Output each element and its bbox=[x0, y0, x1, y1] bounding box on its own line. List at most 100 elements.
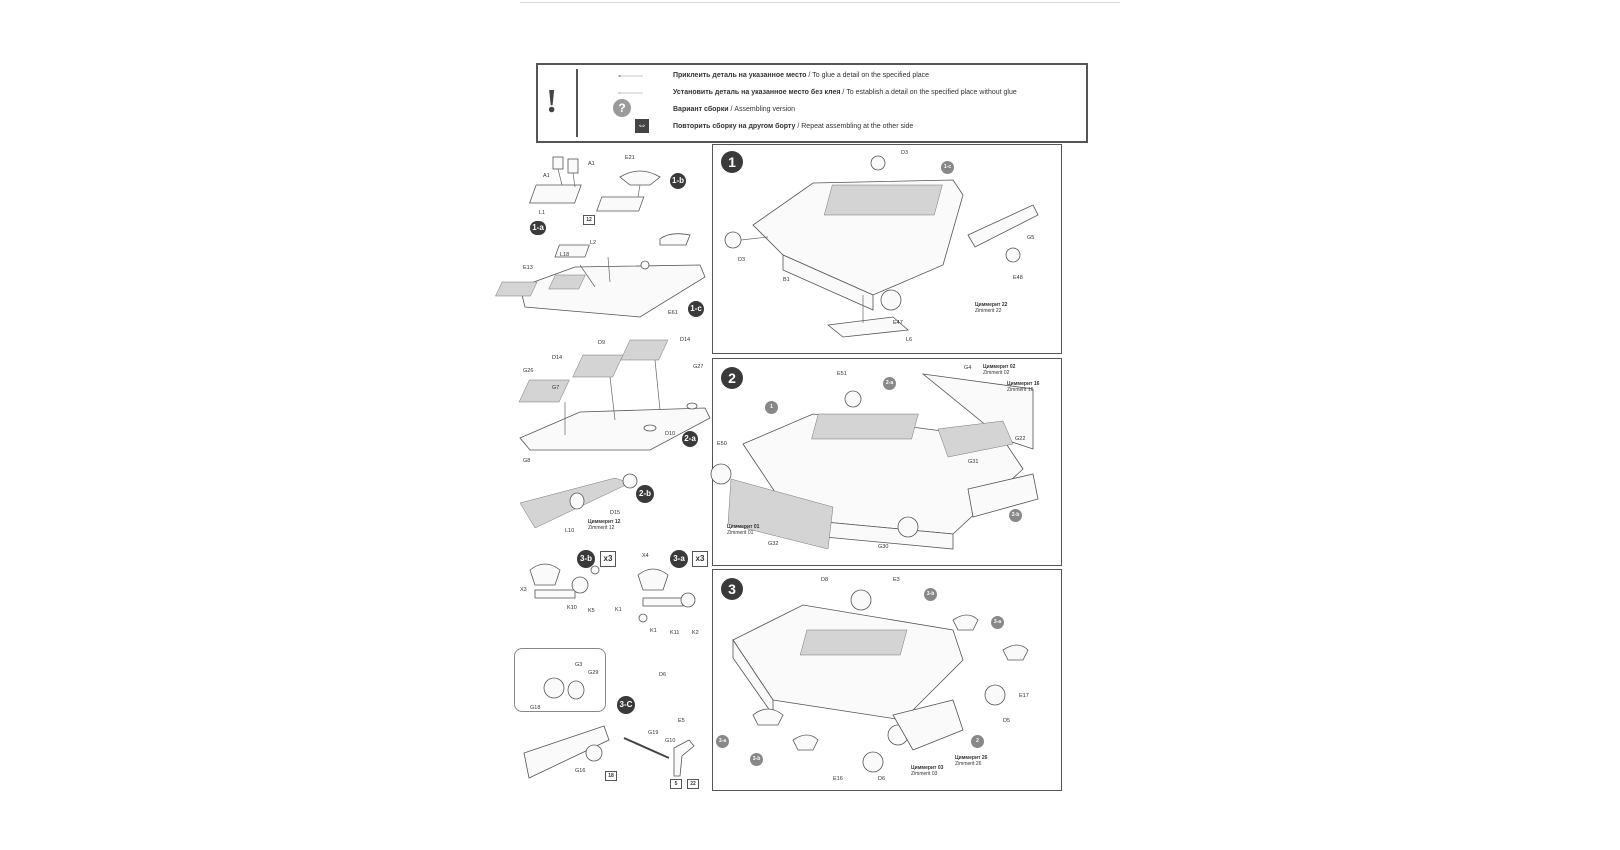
legend-row-noglue: Установить деталь на указанное место без… bbox=[593, 86, 1083, 100]
label-G22: G22 bbox=[1015, 436, 1026, 442]
variant-ru: Вариант сборки bbox=[673, 106, 729, 113]
label-E13: E13 bbox=[523, 265, 533, 271]
label-D3-b: D3 bbox=[738, 257, 746, 263]
step-3a-ref: 3-a bbox=[991, 616, 1004, 629]
label-X4: X4 bbox=[642, 553, 649, 559]
step-3b-badge: 3-b bbox=[577, 550, 595, 568]
exclamation-icon: ! bbox=[546, 83, 558, 120]
step-1-panel: 1 D3 1-c G5 D3 B1 E48 E47 L6 Циммерит 22… bbox=[712, 144, 1062, 354]
label-D6: D6 bbox=[878, 776, 886, 782]
step-3a-badge: 3-a bbox=[670, 550, 688, 568]
noglue-arrow-icon bbox=[617, 91, 643, 95]
label-E3: E3 bbox=[893, 577, 900, 583]
step-2-ref: 2 bbox=[971, 735, 984, 748]
label-G27: G27 bbox=[693, 364, 704, 370]
label-E17: E17 bbox=[1019, 693, 1029, 699]
label-L18: L18 bbox=[560, 252, 570, 258]
label-E21: E21 bbox=[625, 155, 635, 161]
label-L2: L2 bbox=[590, 240, 597, 246]
variant-inset bbox=[514, 648, 606, 712]
label-G8: G8 bbox=[523, 458, 531, 464]
label-D3: D3 bbox=[901, 150, 909, 156]
label-E47: E47 bbox=[893, 320, 903, 326]
label-G18: G18 bbox=[530, 705, 541, 711]
count-12: 12 bbox=[583, 215, 595, 225]
subassembly-3c-drawing bbox=[523, 677, 695, 779]
label-G10: G10 bbox=[665, 738, 676, 744]
label-G26: G26 bbox=[523, 368, 534, 374]
step-2a-badge: 2-a bbox=[682, 431, 698, 447]
label-D6-b: D6 bbox=[659, 672, 667, 678]
legend-divider bbox=[576, 69, 578, 137]
legend-row-variant: ? Вариант сборки / Assembling version bbox=[593, 99, 1083, 117]
repeat-ru: Повторить сборку на другом борту bbox=[673, 123, 796, 130]
label-D8: D8 bbox=[821, 577, 829, 583]
label-G5: G5 bbox=[1027, 235, 1035, 241]
label-A1-b: A1 bbox=[588, 161, 595, 167]
step-1-ref: 1 bbox=[765, 401, 778, 414]
label-D5: D5 bbox=[1003, 718, 1011, 724]
step-1b-badge: 1-b bbox=[670, 173, 686, 189]
mirror-side-icon: ⇔ bbox=[635, 119, 649, 133]
label-K10: K10 bbox=[567, 605, 577, 611]
question-mark-icon: ? bbox=[613, 99, 631, 117]
count-22: 22 bbox=[687, 779, 699, 789]
repeat-en: / Repeat assembling at the other side bbox=[795, 123, 914, 130]
step-2a-ref: 2-a bbox=[883, 377, 896, 390]
label-E5: E5 bbox=[678, 718, 685, 724]
subassembly-2b-drawing bbox=[519, 473, 638, 529]
legend-row-repeat: ⇔ Повторить сборку на другом борту / Rep… bbox=[593, 119, 1083, 134]
glue-arrow-icon bbox=[618, 75, 643, 77]
multiplier-3a: x3 bbox=[692, 551, 708, 567]
step-3a-ref-b: 3-a bbox=[716, 735, 729, 748]
step-2b-badge: 2-b bbox=[636, 485, 654, 503]
subassembly-2a-drawing bbox=[518, 339, 711, 451]
label-E48: E48 bbox=[1013, 275, 1023, 281]
label-D15: D15 bbox=[610, 510, 621, 516]
step-1c-badge: 1-c bbox=[688, 301, 704, 317]
legend-row-glue: Приклеить деталь на указанное место / To… bbox=[593, 69, 1083, 83]
label-G29: G29 bbox=[588, 670, 599, 676]
subassembly-3b-drawing bbox=[529, 563, 600, 599]
step-1-number: 1 bbox=[721, 151, 743, 173]
label-D10: D10 bbox=[665, 431, 676, 437]
label-B1: B1 bbox=[783, 277, 790, 283]
label-K5: K5 bbox=[588, 608, 595, 614]
label-E51: E51 bbox=[837, 371, 847, 377]
label-L10: L10 bbox=[565, 528, 575, 534]
label-G30: G30 bbox=[878, 544, 889, 550]
page-top-rule bbox=[520, 2, 1120, 3]
step-2-number: 2 bbox=[721, 367, 743, 389]
subassembly-1abc-drawing bbox=[495, 156, 706, 318]
instruction-page: ! Приклеить деталь на указанное место / … bbox=[495, 55, 1100, 845]
label-G4: G4 bbox=[964, 365, 972, 371]
label-G7: G7 bbox=[552, 385, 560, 391]
label-K2: K2 bbox=[692, 630, 699, 636]
step-1c-ref: 1-c bbox=[941, 161, 954, 174]
step-3-number: 3 bbox=[721, 578, 743, 600]
label-G31: G31 bbox=[968, 459, 979, 465]
label-D9: D9 bbox=[598, 340, 606, 346]
noglue-ru: Установить деталь на указанное место без… bbox=[673, 89, 841, 96]
step-1a-badge: 1-a bbox=[530, 221, 546, 235]
count-5: 5 bbox=[670, 779, 682, 789]
label-K1-b: K1 bbox=[650, 628, 657, 634]
step-2b-ref: 2-b bbox=[1009, 509, 1022, 522]
label-D14-b: D14 bbox=[552, 355, 563, 361]
variant-en: / Assembling version bbox=[728, 106, 796, 113]
multiplier-3b: x3 bbox=[600, 551, 616, 567]
step-3b-ref-b: 3-b bbox=[750, 753, 763, 766]
subassembly-3a-drawing bbox=[637, 568, 696, 623]
glue-en: / To glue a detail on the specified plac… bbox=[806, 72, 930, 79]
step-3c-badge: 3-C bbox=[617, 696, 635, 714]
label-E50: E50 bbox=[717, 441, 727, 447]
label-L1: L1 bbox=[539, 210, 546, 216]
label-G3: G3 bbox=[575, 662, 583, 668]
